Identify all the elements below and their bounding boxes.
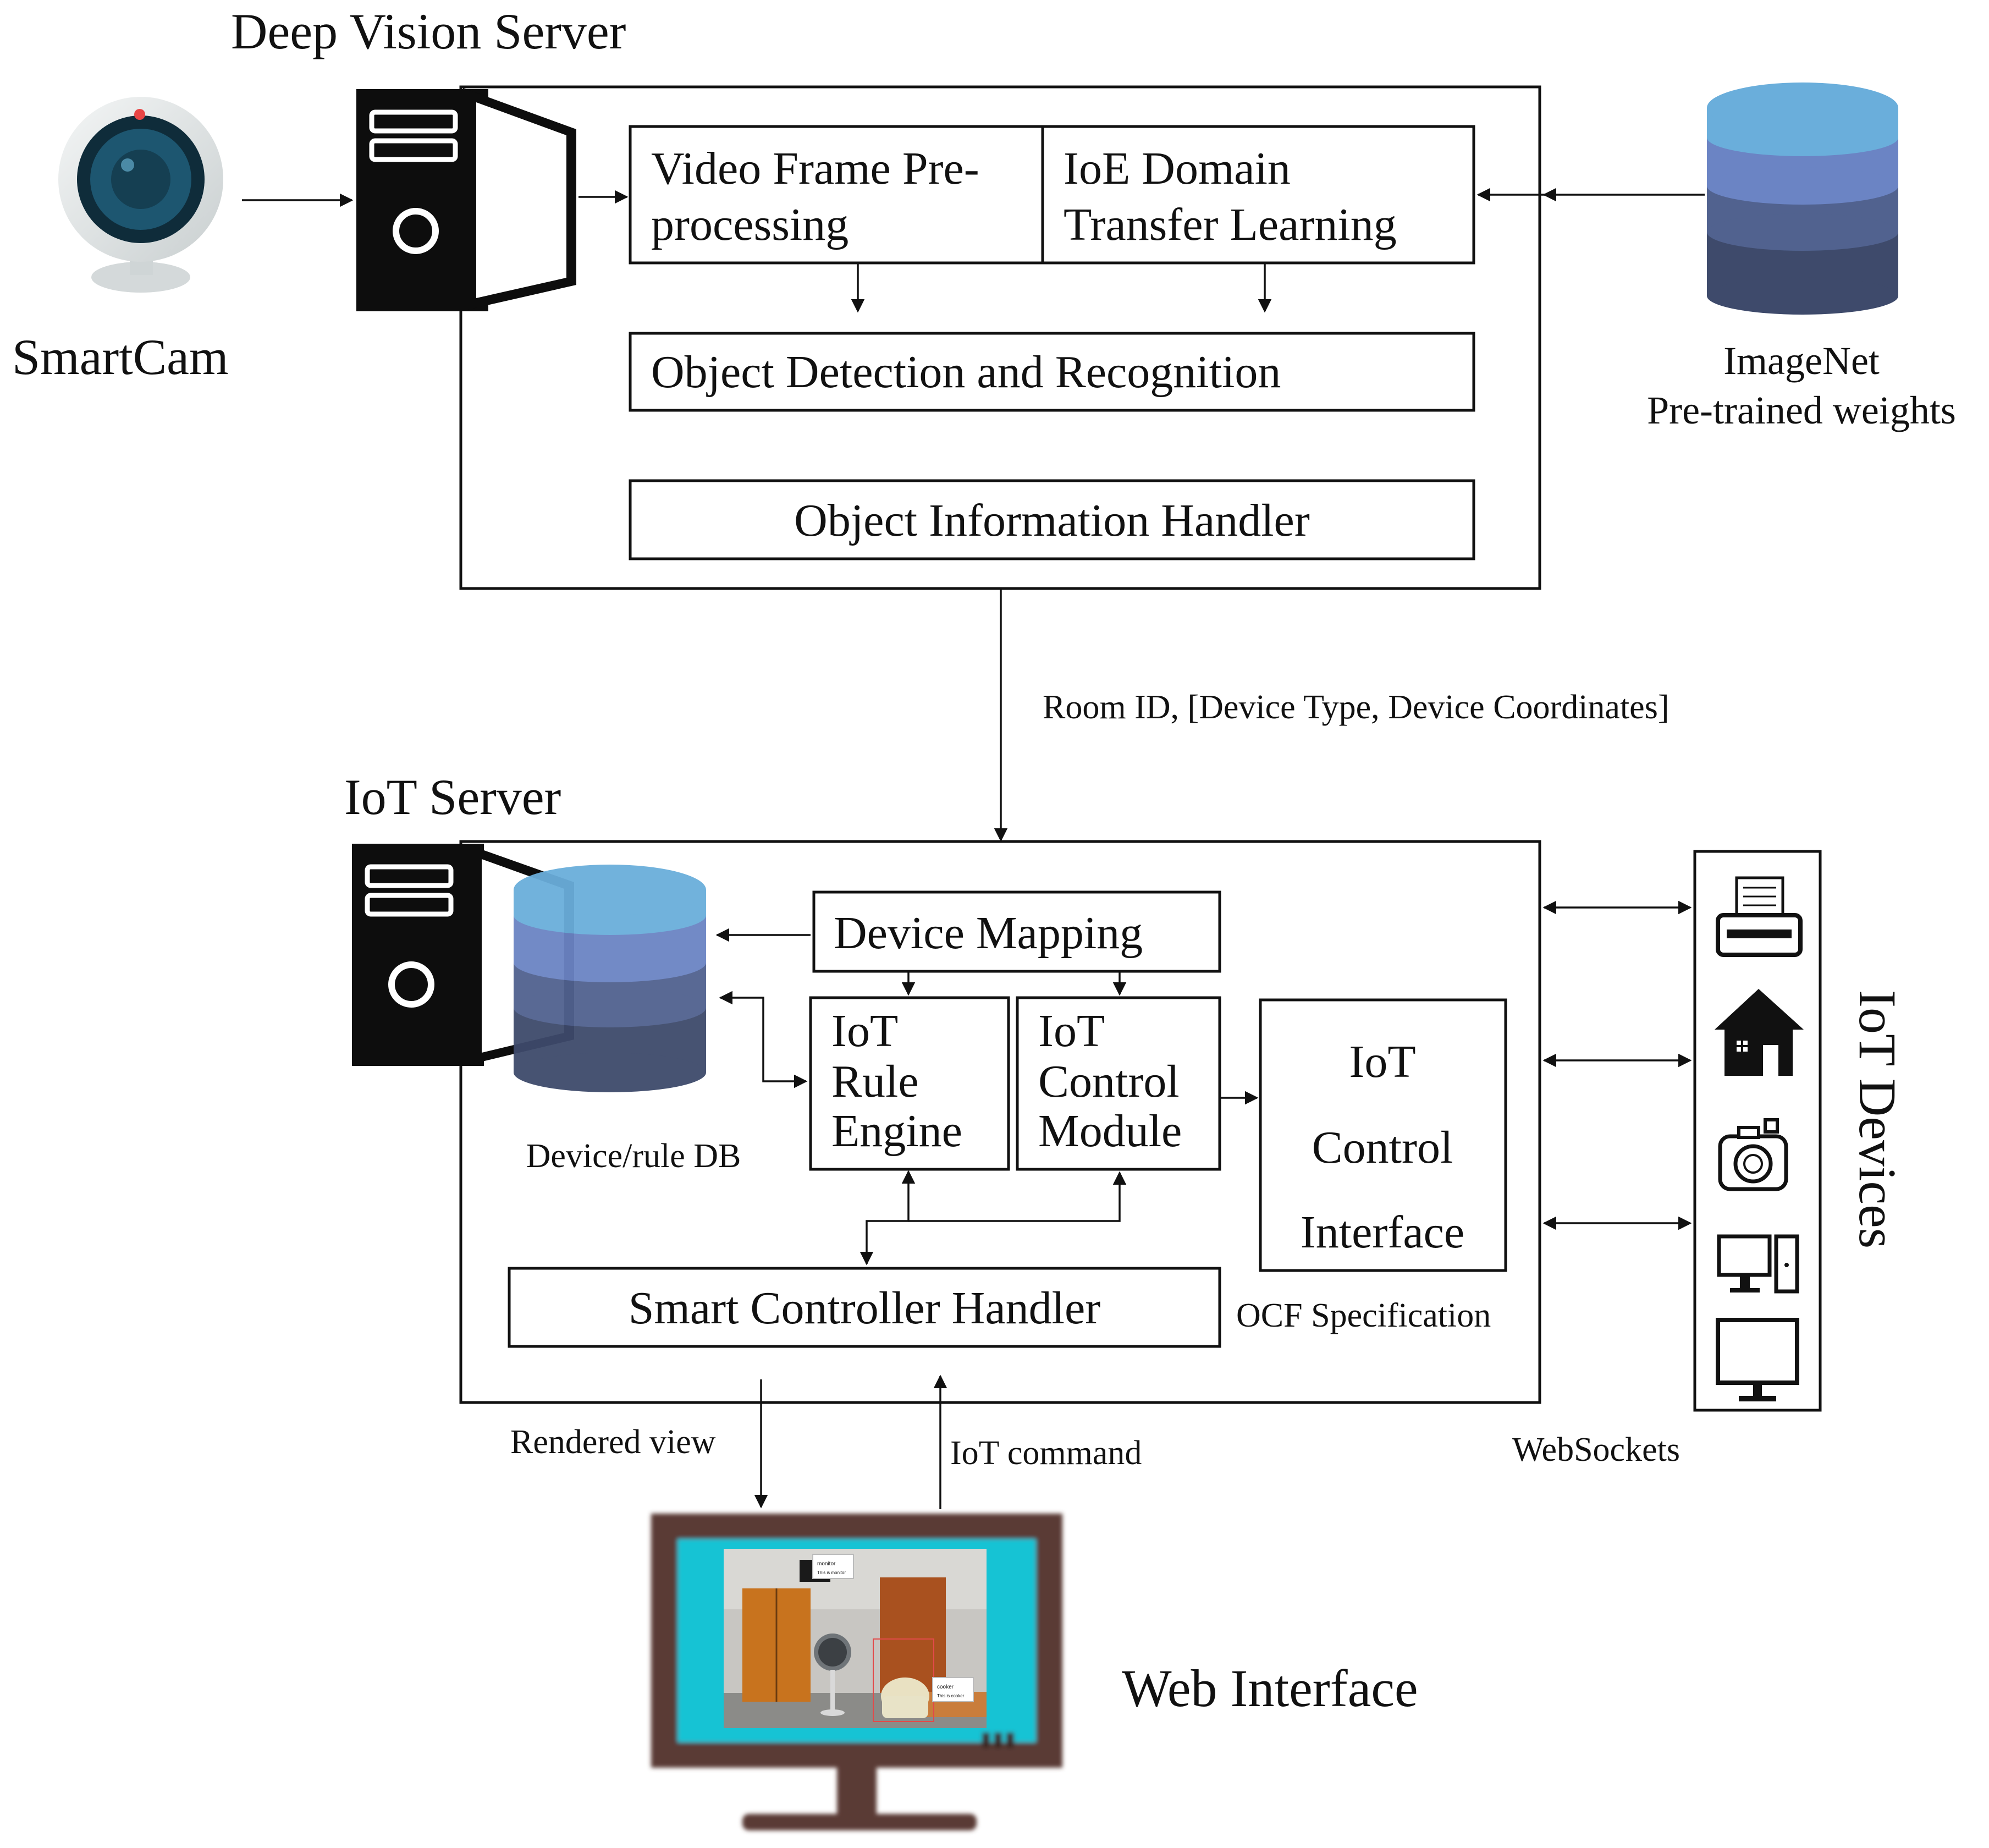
- room-scene-image: monitor This is monitor cooker This is c…: [724, 1549, 987, 1728]
- video-frame-preprocessing-line2: processing: [651, 199, 849, 250]
- smart-controller-link: [859, 1170, 916, 1266]
- object-information-handler-label: Object Information Handler: [794, 495, 1310, 546]
- house-icon: [1715, 989, 1804, 1076]
- web-interface-label: Web Interface: [1122, 1659, 1418, 1718]
- iot-control-interface-line3: Interface: [1301, 1207, 1464, 1258]
- iot-devices-label: IoT Devices: [1848, 990, 1907, 1248]
- webcam-icon: [58, 97, 223, 293]
- monitor-icon: [1716, 1318, 1799, 1401]
- iot-command-label: IoT command: [950, 1434, 1142, 1472]
- printer-icon: [1716, 876, 1803, 957]
- object-detection-label: Object Detection and Recognition: [651, 346, 1281, 398]
- imagenet-label-line2: Pre-trained weights: [1647, 388, 1956, 432]
- iot-control-module-line3: Module: [1038, 1106, 1182, 1157]
- iot-rule-engine-box: [809, 996, 1010, 1171]
- monitor-tag-line2: This is monitor: [817, 1570, 846, 1575]
- rendered-view-label: Rendered view: [510, 1423, 716, 1461]
- desktop-computer-icon: [1717, 1234, 1799, 1294]
- iot-control-module-line1: IoT: [1038, 1005, 1105, 1057]
- iot-control-module-box: [1016, 996, 1221, 1171]
- deep-vision-server-title: Deep Vision Server: [231, 3, 626, 59]
- room-message-label: Room ID, [Device Type, Device Coordinate…: [1043, 689, 1669, 726]
- iot-control-interface-line1: IoT: [1349, 1036, 1415, 1087]
- ioe-transfer-learning-line2: Transfer Learning: [1064, 199, 1397, 250]
- database-icon: [514, 865, 706, 1092]
- smart-controller-handler-label: Smart Controller Handler: [629, 1283, 1100, 1334]
- cooker-tag-line1: cooker: [937, 1684, 954, 1690]
- iot-rule-engine-line3: Engine: [831, 1106, 962, 1157]
- monitor-tag-line1: monitor: [817, 1561, 836, 1567]
- video-frame-preprocessing-box: [629, 125, 1044, 265]
- iot-server-title: IoT Server: [344, 769, 561, 825]
- video-frame-preprocessing-line1: Video Frame Pre-: [651, 143, 979, 194]
- smart-controller-control-module-link: [908, 1171, 1127, 1222]
- camera-icon: [1718, 1118, 1788, 1191]
- db-rule-engine-link: [719, 991, 808, 1088]
- device-mapping-box: [812, 890, 1221, 973]
- websockets-label: WebSockets: [1512, 1431, 1680, 1469]
- imagenet-label-line1: ImageNet: [1723, 339, 1880, 383]
- iot-rule-engine-line2: Rule: [831, 1056, 919, 1107]
- smart-controller-handler-box: [508, 1267, 1221, 1348]
- device-mapping-label: Device Mapping: [834, 908, 1143, 959]
- iot-control-interface-box: [1259, 998, 1507, 1272]
- ocf-specification-label: OCF Specification: [1236, 1297, 1491, 1334]
- iot-control-interface-line2: Control: [1312, 1122, 1453, 1173]
- smartcam-label: SmartCam: [12, 329, 229, 385]
- ioe-transfer-learning-line1: IoE Domain: [1064, 143, 1291, 194]
- database-icon: [1707, 82, 1898, 315]
- server-icon: [356, 88, 576, 311]
- iot-rule-engine-line1: IoT: [831, 1005, 898, 1057]
- device-rule-db-label: Device/rule DB: [526, 1137, 741, 1175]
- object-information-handler-box: [629, 479, 1475, 560]
- cooker-tag-line2: This is cooker: [937, 1693, 965, 1698]
- iot-control-module-line2: Control: [1038, 1056, 1180, 1107]
- object-detection-box: [629, 332, 1475, 412]
- ioe-transfer-learning-box: [1041, 125, 1475, 265]
